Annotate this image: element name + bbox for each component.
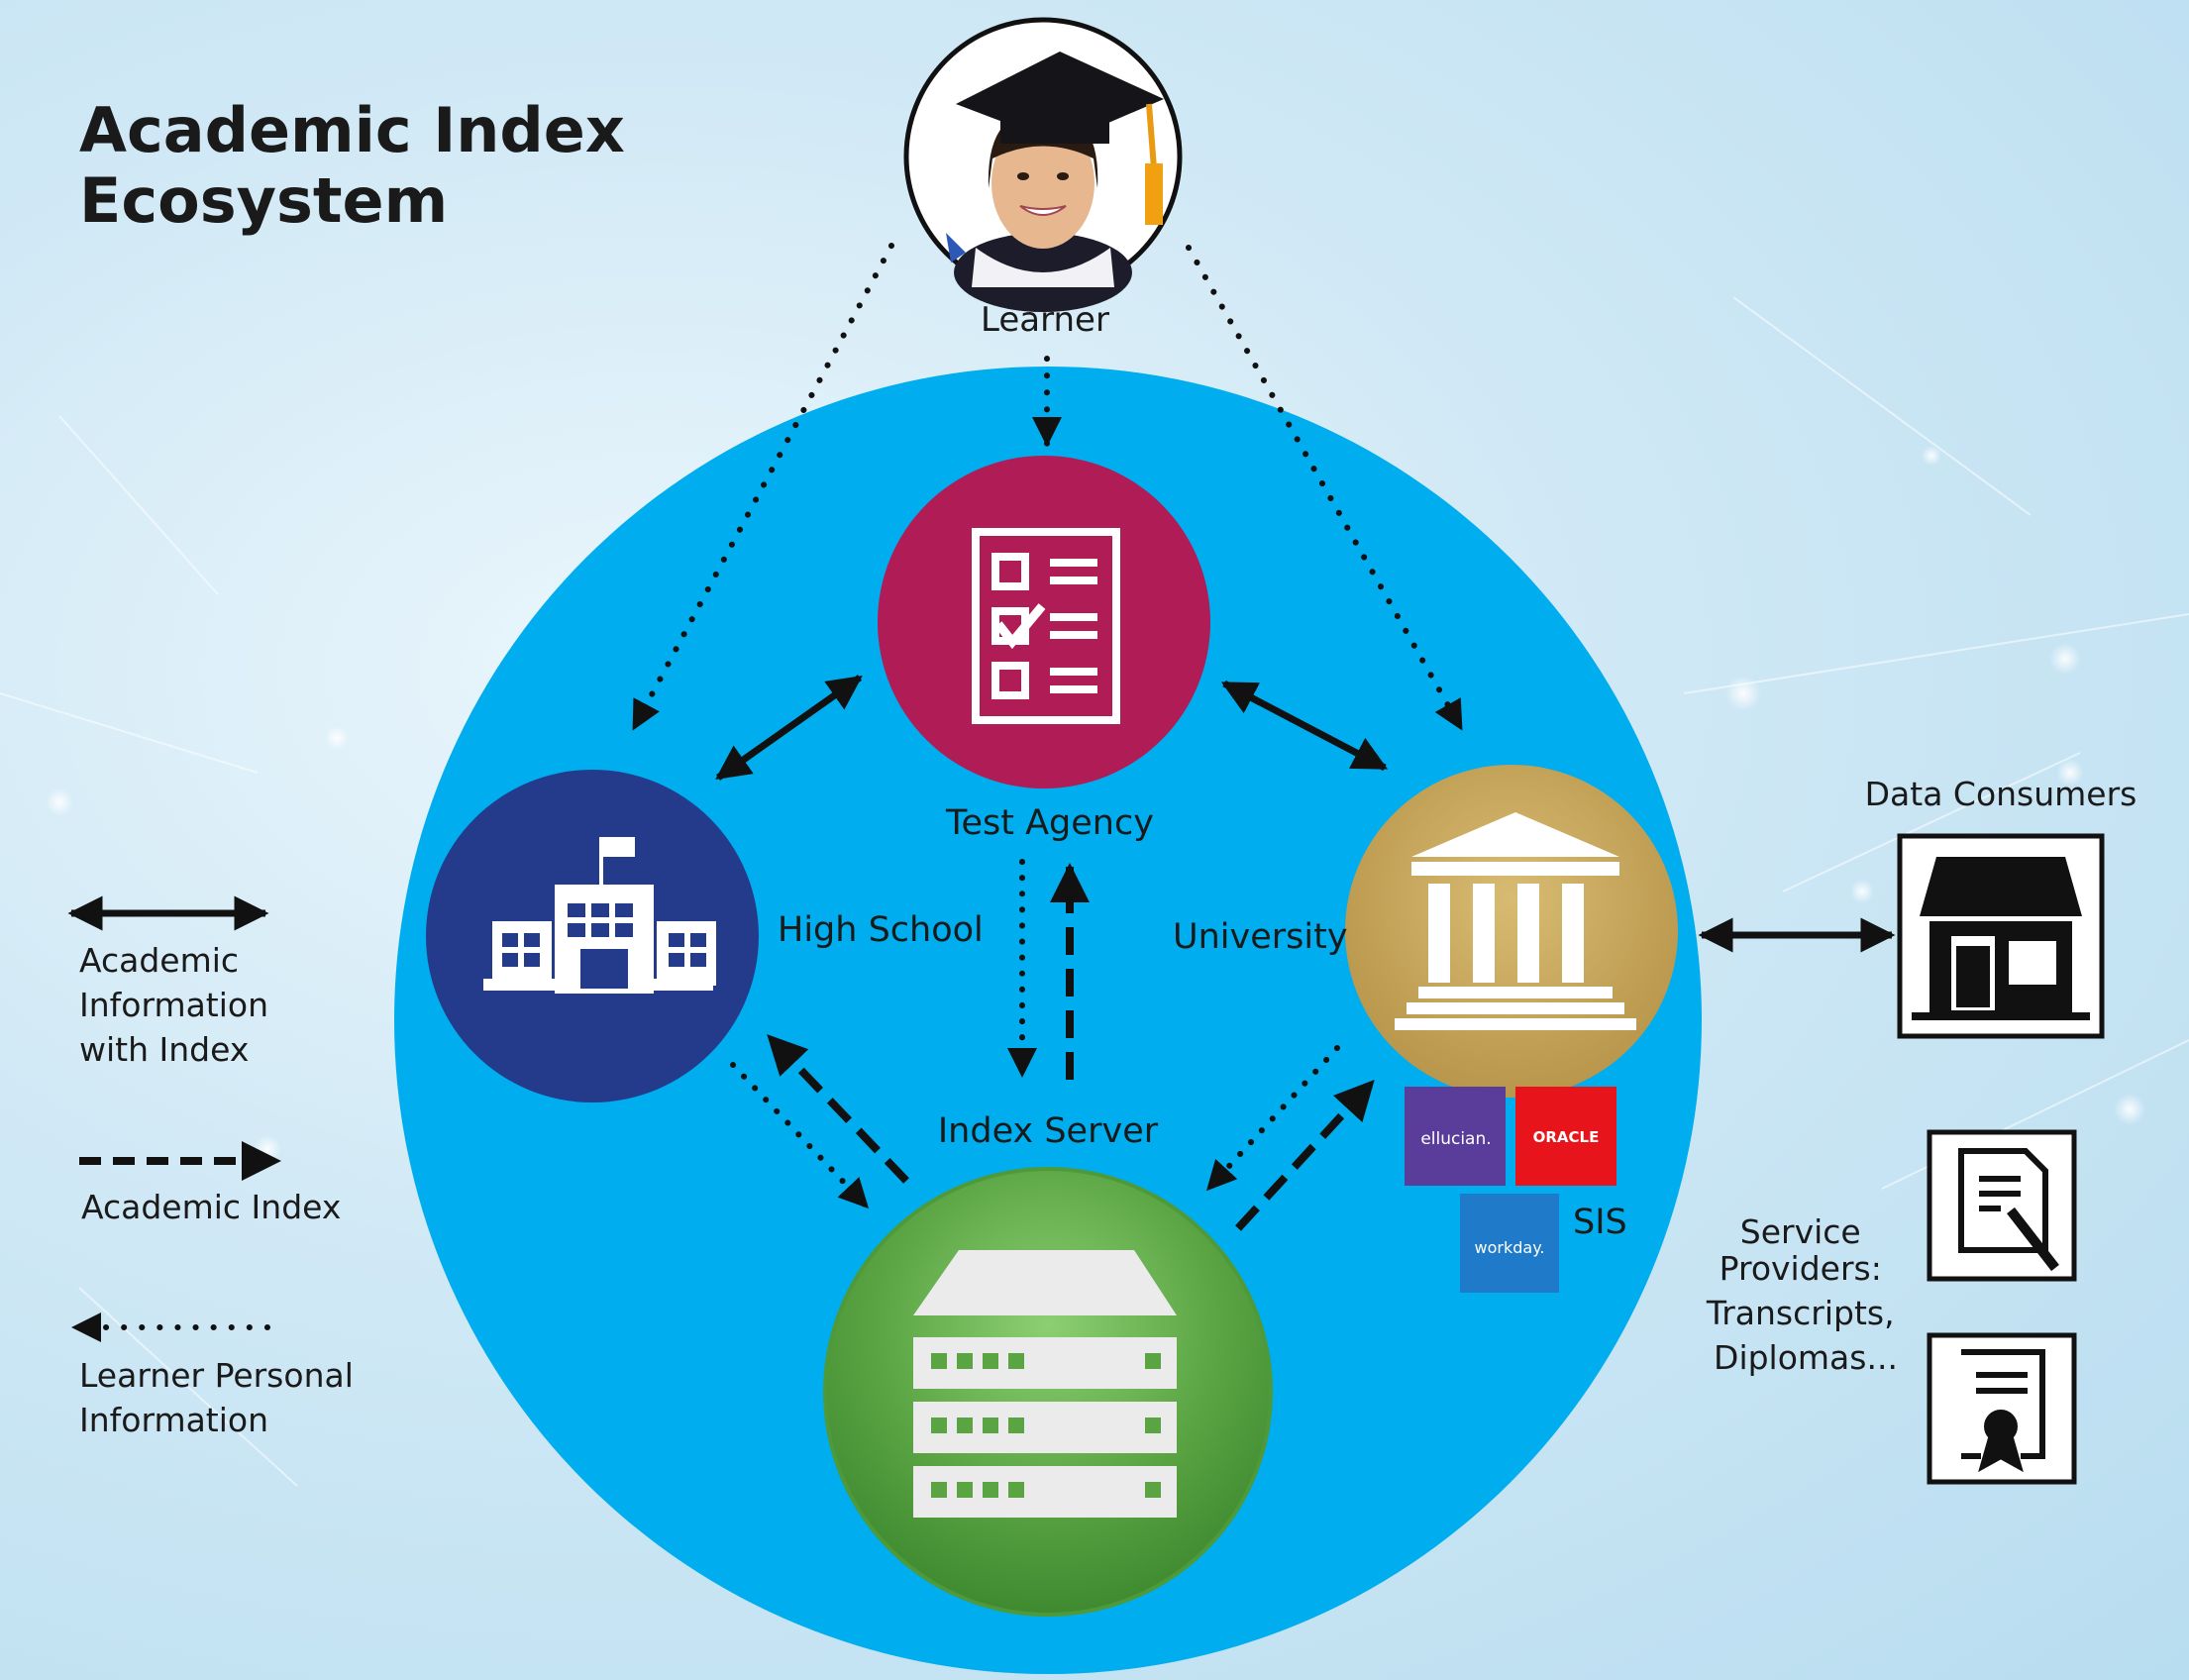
document-pen-icon	[1958, 1148, 2059, 1272]
graduate-photo	[946, 52, 1164, 312]
sis-label: SIS	[1573, 1203, 1627, 1242]
certificate-ribbon-icon	[1961, 1349, 2045, 1473]
university-node: University	[1173, 765, 1678, 1098]
page-title-line1: Academic Index	[79, 94, 625, 166]
learner-connections	[631, 243, 1464, 731]
oracle-logo-text: ORACLE	[1533, 1128, 1600, 1146]
service-providers-line1: Service	[1740, 1212, 1861, 1251]
background-bokeh	[46, 446, 2145, 1163]
legend: Academic Information with Index Academic…	[67, 895, 364, 1439]
index-server-connections	[730, 859, 1375, 1231]
high-school-label: High School	[778, 910, 984, 950]
legend-academic-info-line3: with Index	[79, 1030, 249, 1069]
storefront-icon	[1912, 857, 2090, 1020]
index-server-circle	[823, 1167, 1273, 1617]
university-label: University	[1173, 917, 1348, 957]
learner-label: Learner	[981, 300, 1109, 340]
service-providers-line2: Providers:	[1720, 1249, 1882, 1288]
data-consumers-label: Data Consumers	[1865, 775, 2137, 813]
workday-logo-text: workday.	[1475, 1238, 1545, 1257]
test-agency-label: Test Agency	[945, 803, 1154, 843]
school-building-icon	[483, 837, 716, 994]
ellucian-logo	[1405, 1087, 1506, 1186]
legend-academic-index-label: Academic Index	[81, 1188, 341, 1226]
high-school-node: High School	[426, 770, 984, 1102]
data-consumers-node: Data Consumers	[1865, 775, 2137, 1039]
legend-academic-info-label: Academic Information with Index	[79, 941, 279, 1069]
service-providers-line4: Diplomas...	[1714, 1338, 1898, 1377]
oracle-logo	[1515, 1087, 1616, 1186]
sis-logos: ellucian. ORACLE workday. SIS	[1405, 1087, 1627, 1293]
legend-learner-personal-line1: Learner Personal	[79, 1356, 354, 1395]
page-title: Academic Index Ecosystem	[79, 94, 646, 237]
workday-logo	[1460, 1194, 1559, 1293]
service-providers-label: Service Providers: Transcripts, Diplomas…	[1706, 1212, 1905, 1377]
university-to-index-dotted	[1205, 1045, 1340, 1192]
service-providers-node: Service Providers: Transcripts, Diplomas…	[1706, 1129, 2077, 1485]
index-to-high-school-dashed	[767, 1034, 909, 1184]
learner-to-university-dotted	[1186, 245, 1464, 731]
test-agency-node: Test Agency	[878, 456, 1210, 843]
page-title-line2: Ecosystem	[79, 164, 448, 237]
ellucian-logo-text: ellucian.	[1420, 1129, 1491, 1149]
learner-node: Learner	[903, 17, 1183, 340]
test-agency-circle	[878, 456, 1210, 788]
legend-academic-info-line2: Information	[79, 986, 268, 1024]
academic-info-connections	[715, 675, 1896, 953]
checklist-icon	[972, 528, 1120, 724]
test-agency-university-link	[1220, 680, 1389, 772]
legend-academic-info-line1: Academic	[79, 941, 239, 980]
service-providers-line3: Transcripts,	[1706, 1294, 1895, 1332]
learner-to-high-school-dotted	[631, 243, 894, 731]
test-agency-high-school-link	[715, 675, 863, 781]
server-rack-icon	[913, 1250, 1177, 1518]
legend-learner-personal-line2: Information	[79, 1401, 268, 1439]
legend-learner-personal-label: Learner Personal Information	[79, 1356, 364, 1439]
high-school-to-index-dotted	[730, 1062, 870, 1209]
index-server-label: Index Server	[938, 1111, 1159, 1151]
classical-building-icon	[1395, 812, 1636, 1030]
index-server-node: Index Server	[823, 1111, 1273, 1617]
index-to-university-dashed	[1235, 1080, 1375, 1231]
